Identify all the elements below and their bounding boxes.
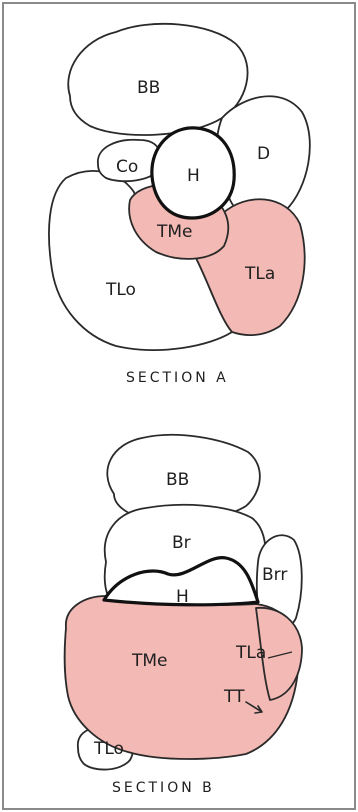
section-a-label-h: H	[187, 166, 200, 186]
section-b-label-bb: BB	[166, 470, 189, 490]
section-a-label-tla: TLa	[244, 264, 275, 284]
section-b-label-tlo: TLo	[93, 739, 124, 759]
section-b-region-tla	[255, 607, 303, 701]
section-a-region-h	[150, 126, 236, 220]
section-b-label-tt: TT	[223, 687, 245, 707]
section-a-label-tlo: TLo	[105, 280, 136, 300]
section-a-label-d: D	[257, 144, 270, 164]
section-b-label-br: Br	[172, 533, 191, 553]
section-b-tla-pointer	[267, 651, 293, 659]
section-b-tt-arrow	[245, 701, 263, 714]
section-a-label-co: Co	[116, 157, 138, 177]
section-a-diagram: BB Co H D TMe TLa TLo SECTION A	[48, 22, 311, 386]
section-a-region-tlo	[48, 170, 233, 351]
section-b-label-tme: TMe	[131, 651, 168, 671]
section-b-region-h	[102, 556, 260, 607]
section-b-diagram: BB Br Brr H TLa TMe TT TLo SECTION B	[63, 433, 303, 796]
section-b-label-h: H	[176, 587, 189, 607]
section-a-caption: SECTION A	[126, 370, 229, 386]
section-b-label-brr: Brr	[262, 565, 287, 585]
section-a-label-bb: BB	[137, 78, 160, 98]
section-b-caption: SECTION B	[112, 780, 215, 796]
section-a-region-bb	[67, 22, 249, 136]
section-b-label-tla: TLa	[235, 643, 266, 663]
section-a-label-tme: TMe	[156, 222, 193, 242]
